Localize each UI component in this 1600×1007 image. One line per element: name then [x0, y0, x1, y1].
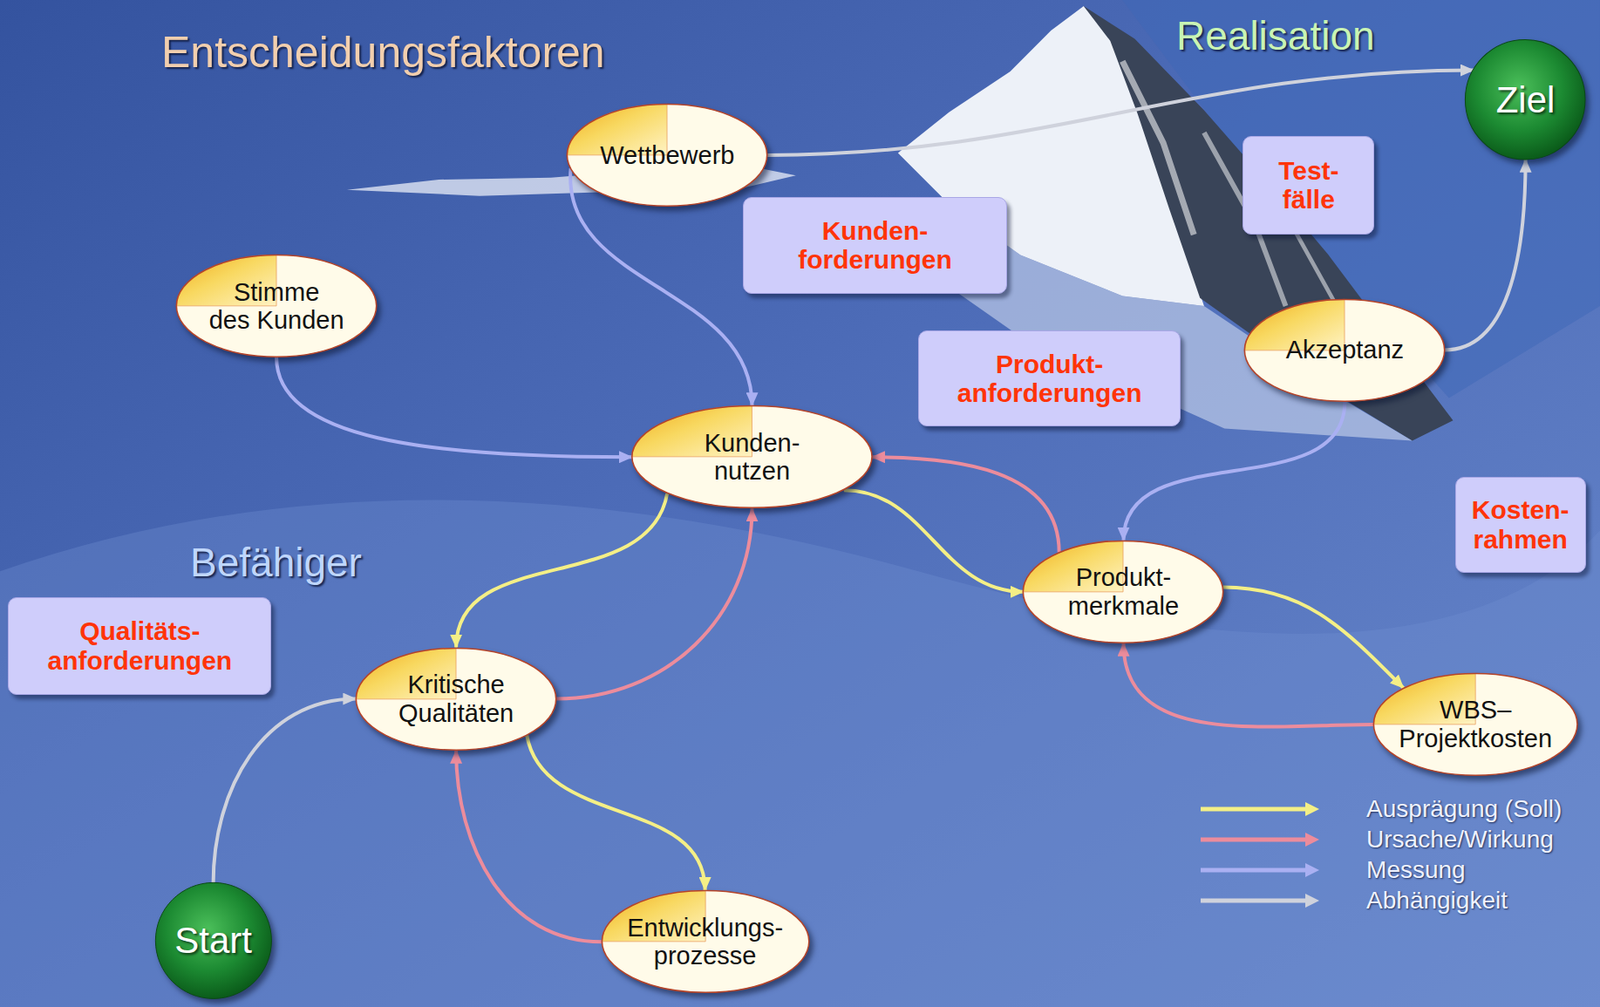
snow-slope: [0, 499, 1600, 1007]
circle-fill: [1465, 40, 1587, 161]
legend-line: [1200, 868, 1308, 873]
node-text: Ziel: [1496, 79, 1556, 121]
connector-arrow: [556, 508, 753, 699]
node-text: Start: [174, 919, 252, 961]
connector-arrow: [456, 493, 668, 648]
legend-line: [1200, 806, 1308, 811]
node-text: Stimme des Kunden: [209, 278, 345, 335]
goal-circle: Ziel: [1463, 38, 1587, 161]
legend-line: [1200, 837, 1308, 843]
ellipse-border: [632, 406, 872, 509]
node-text: Wettbewerb: [599, 141, 735, 170]
section-heading: Realisation: [1176, 13, 1376, 59]
legend-arrowhead: [1305, 802, 1320, 817]
ellipse-border: [176, 255, 376, 358]
node-text: Test- fälle: [1278, 156, 1339, 215]
legend-row: Messung: [1198, 855, 1466, 886]
section-heading: Entscheidungsfaktoren: [161, 28, 606, 77]
legend-arrow-sample: [1198, 859, 1321, 881]
start-circle: Start: [154, 881, 273, 1001]
node-text: Kritische Qualitäten: [398, 670, 514, 728]
legend-text: Abhängigkeit: [1366, 886, 1508, 915]
connector-arrow: [1444, 159, 1526, 351]
connector-arrow: [1223, 587, 1404, 689]
legend-arrowhead: [1305, 832, 1320, 847]
ellipse-fill: [567, 103, 768, 206]
connector-arrow: [456, 750, 602, 942]
legend-line: [1200, 898, 1308, 904]
ellipse-fill: [176, 255, 376, 358]
legend-arrow-sample: [1198, 798, 1321, 820]
ellipse-fill: [1023, 540, 1224, 643]
ellipse-fill: [1245, 299, 1445, 402]
factor-ellipse: Kunden- nutzen: [629, 403, 875, 511]
snow-streak: [1122, 61, 1194, 235]
node-text: Produkt- anforderungen: [957, 349, 1143, 409]
connector-arrow: [1123, 643, 1375, 728]
legend-row: Abhängigkeit: [1198, 885, 1508, 917]
connector-arrow: [526, 735, 705, 891]
ellipse-border: [355, 647, 556, 750]
ellipse-border: [601, 891, 809, 994]
legend-arrow-sample: [1198, 829, 1321, 851]
connector-arrow: [213, 699, 357, 885]
ellipse-fill: [1373, 673, 1578, 776]
requirement-box: Kosten- rahmen: [1455, 476, 1587, 573]
legend-arrowhead: [1305, 863, 1320, 878]
connector-arrow: [276, 357, 633, 457]
node-text: Entwicklungs- prozesse: [626, 913, 783, 971]
ellipse-fill: [632, 406, 872, 509]
requirement-box: Qualitäts- anforderungen: [7, 597, 272, 695]
ellipse-border: [567, 103, 768, 206]
legend-arrow-sample: [1198, 890, 1321, 912]
section-heading: Befähiger: [190, 540, 362, 586]
legend-row: Ursache/Wirkung: [1198, 824, 1554, 856]
node-text: Kunden- forderungen: [797, 216, 953, 275]
requirement-box: Test- fälle: [1242, 136, 1375, 236]
factor-ellipse: Wettbewerb: [565, 102, 770, 209]
ellipse-border: [1373, 673, 1578, 776]
ellipse-border: [1245, 299, 1445, 402]
node-text: Qualitäts- anforderungen: [47, 616, 232, 675]
legend-text: Messung: [1366, 856, 1466, 885]
node-text: Kunden- nutzen: [704, 428, 801, 486]
factor-ellipse: Produkt- merkmale: [1021, 538, 1226, 646]
node-text: Kosten- rahmen: [1471, 495, 1570, 554]
ellipse-border: [1023, 540, 1224, 643]
connector-arrow: [844, 490, 1024, 593]
legend-row: Ausprägung (Soll): [1198, 793, 1562, 824]
factor-ellipse: Akzeptanz: [1242, 297, 1447, 404]
legend-arrowhead: [1305, 893, 1320, 908]
factor-ellipse: WBS– Projektkosten: [1371, 671, 1580, 778]
factor-ellipse: Stimme des Kunden: [174, 252, 379, 360]
legend-text: Ursache/Wirkung: [1366, 825, 1554, 854]
node-text: Produkt- merkmale: [1068, 563, 1179, 620]
factor-ellipse: Entwicklungs- prozesse: [599, 888, 811, 995]
node-text: WBS– Projektkosten: [1398, 695, 1553, 753]
ellipse-fill: [355, 647, 556, 750]
node-text: Akzeptanz: [1286, 335, 1404, 364]
ellipse-fill: [601, 891, 809, 994]
factor-ellipse: Kritische Qualitäten: [354, 646, 559, 753]
legend-text: Ausprägung (Soll): [1366, 795, 1562, 824]
requirement-box: Kunden- forderungen: [742, 197, 1008, 294]
requirement-box: Produkt- anforderungen: [918, 330, 1181, 427]
connector-arrow: [871, 456, 1060, 552]
circle-fill: [155, 882, 272, 999]
